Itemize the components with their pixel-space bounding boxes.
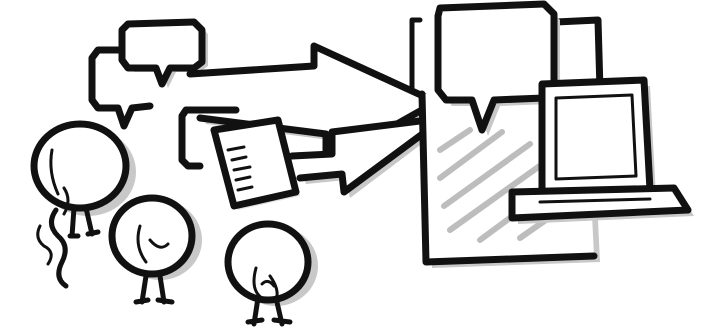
laptop-icon	[512, 80, 694, 224]
clipboard-icon	[182, 110, 300, 210]
person-avatar	[112, 198, 202, 302]
person-avatar	[228, 224, 318, 324]
